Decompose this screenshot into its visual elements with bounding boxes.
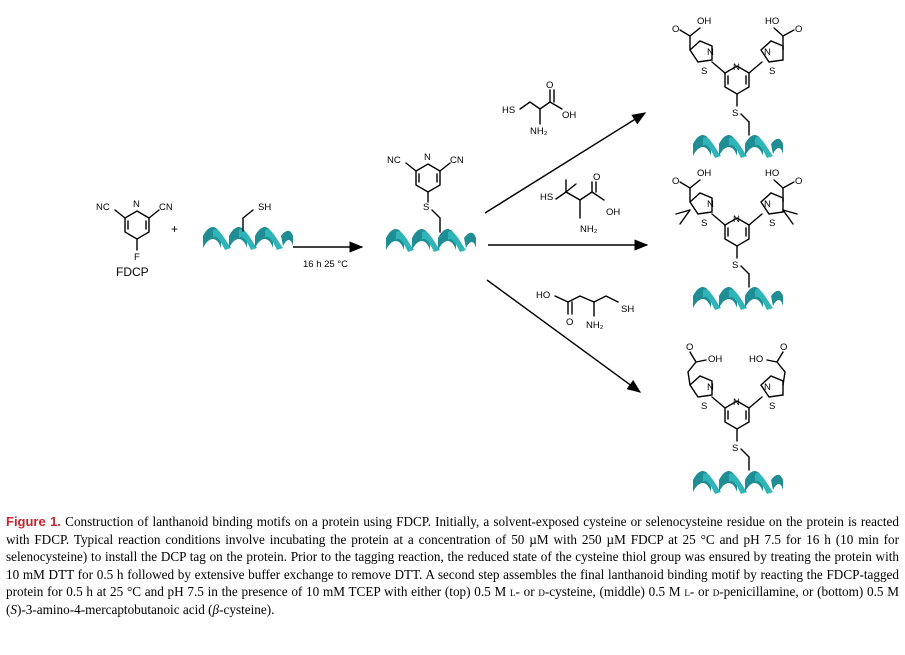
plus-sign: + — [171, 222, 178, 236]
caption-d-prefix-2: d- — [712, 584, 724, 600]
pb-n-left-label: N — [707, 382, 714, 393]
fdcp-name: FDCP — [116, 265, 149, 279]
pm-o-right-label: O — [795, 176, 802, 187]
reagent-penicillamine: HS O OH NH₂ — [540, 172, 620, 235]
step1-conditions: 16 h 25 °C — [303, 259, 348, 270]
fdcp-molecule: NC N CN F FDCP — [96, 199, 173, 279]
caption-text-3: cysteine, (middle) 0.5 M — [549, 584, 685, 600]
caption-l-prefix-2: l- — [684, 584, 695, 600]
pen-o-label: O — [593, 172, 600, 183]
pt-n-left-label: N — [707, 47, 714, 58]
pt-o-left-label: O — [672, 24, 679, 35]
pm-n-left-label: N — [707, 199, 714, 210]
product-bottom: O OH HO O N N N S S S — [686, 342, 787, 494]
tagged-cn-label: CN — [450, 155, 464, 166]
pm-n-ring-label: N — [733, 214, 740, 225]
pm-s-link-label: S — [732, 260, 738, 271]
arrow-to-bottom-product — [486, 279, 642, 393]
tagged-nc-label: NC — [387, 155, 401, 166]
pm-ho-label: HO — [765, 168, 779, 179]
pm-o-left-label: O — [672, 176, 679, 187]
pb-oh-label: OH — [708, 354, 722, 365]
pen-nh2-label: NH₂ — [580, 224, 598, 235]
pm-oh-label: OH — [697, 168, 711, 179]
caption-text-1: Construction of lanthanoid binding motif… — [6, 514, 899, 600]
cys-o-label: O — [546, 80, 553, 91]
protein-thiol: SH — [203, 202, 293, 250]
reagent-beta-cysteine: HO O NH₂ SH — [536, 290, 634, 331]
pt-n-ring-label: N — [733, 62, 740, 73]
fdcp-n-label: N — [133, 199, 140, 210]
cys-hs-label: HS — [502, 105, 515, 116]
pt-s-link-label: S — [732, 108, 738, 119]
caption-l-prefix-1: l- — [509, 584, 520, 600]
bcys-nh2-label: NH₂ — [586, 320, 604, 331]
caption-d-prefix-1: d- — [538, 584, 550, 600]
figure-label: Figure 1. — [6, 514, 62, 529]
pt-s-left-label: S — [701, 66, 707, 77]
thiol-sh-label: SH — [258, 202, 271, 213]
bcys-sh-label: SH — [621, 304, 634, 315]
pb-o-left-label: O — [686, 342, 693, 353]
tagged-s-label: S — [423, 202, 429, 213]
pb-s-link-label: S — [732, 443, 738, 454]
bcys-ho-label: HO — [536, 290, 550, 301]
caption-text-2: or — [519, 584, 539, 600]
caption-s-descriptor: S — [10, 601, 17, 617]
cys-oh-label: OH — [562, 110, 576, 121]
arrow-to-top-product — [484, 112, 647, 214]
bcys-o-label: O — [566, 317, 573, 328]
reaction-scheme: NC N CN F FDCP + SH 16 h 25 °C NC N CN S — [96, 16, 802, 494]
tagged-protein: NC N CN S — [386, 152, 476, 252]
fdcp-cn-label: CN — [159, 202, 173, 213]
pb-s-right-label: S — [769, 401, 775, 412]
pt-s-right-label: S — [769, 66, 775, 77]
fdcp-nc-label: NC — [96, 202, 110, 213]
caption-text-7: -cysteine). — [219, 601, 275, 617]
product-top: OH O HO O N N N S S S — [672, 16, 802, 158]
figure-caption: Figure 1. Construction of lanthanoid bin… — [6, 513, 899, 619]
pen-oh-label: OH — [606, 207, 620, 218]
pb-ho-label: HO — [749, 354, 763, 365]
caption-text-6: )-3-amino-4-mercaptobutanoic acid ( — [17, 601, 213, 617]
reagent-cysteine: HS O OH NH₂ — [502, 80, 576, 137]
fdcp-f-label: F — [134, 252, 140, 263]
pm-s-right-label: S — [769, 218, 775, 229]
pb-s-left-label: S — [701, 401, 707, 412]
pb-o-right-label: O — [780, 342, 787, 353]
pm-s-left-label: S — [701, 218, 707, 229]
pt-oh-label: OH — [697, 16, 711, 27]
product-middle: OH O HO O N N N S S S — [672, 168, 802, 310]
pen-hs-label: HS — [540, 192, 553, 203]
caption-beta: β — [212, 601, 220, 617]
pt-o-right-label: O — [795, 24, 802, 35]
caption-text-5: penicillamine, or (bottom) 0.5 M ( — [6, 584, 899, 617]
tagged-n-label: N — [424, 152, 431, 163]
pb-n-ring-label: N — [733, 397, 740, 408]
caption-text-4: or — [694, 584, 713, 600]
pm-n-right-label: N — [764, 199, 771, 210]
pt-n-right-label: N — [764, 47, 771, 58]
cys-nh2-label: NH₂ — [530, 126, 548, 137]
pb-n-right-label: N — [764, 382, 771, 393]
pt-ho-label: HO — [765, 16, 779, 27]
